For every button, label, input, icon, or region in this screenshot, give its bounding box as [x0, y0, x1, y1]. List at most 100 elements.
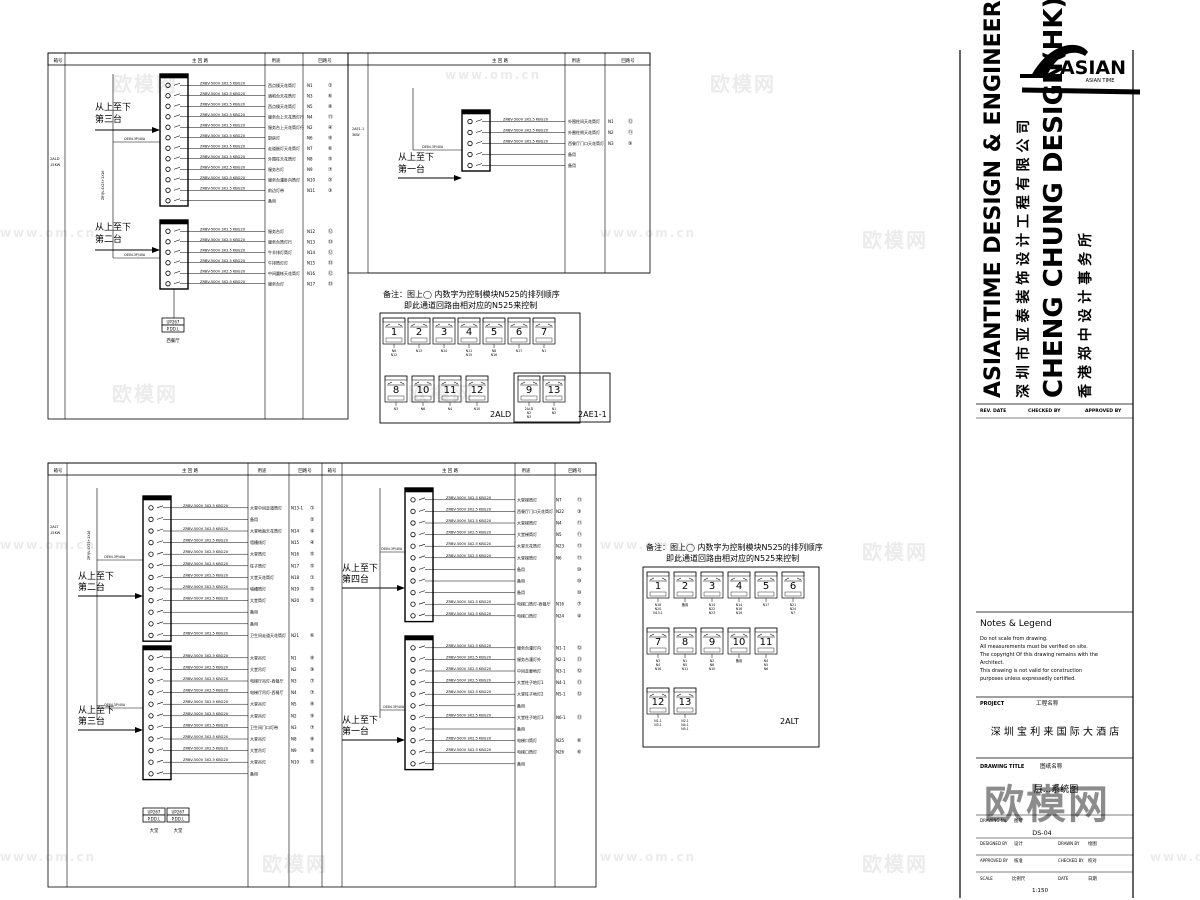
breaker-spec: C65N-3P/40A [383, 705, 405, 709]
circuit-usage: 电梯口筒灯 [517, 737, 537, 743]
breaker-contact [156, 736, 164, 740]
breaker-contact [156, 633, 164, 636]
module-terminal [410, 601, 416, 607]
module-terminal [165, 135, 171, 141]
circuit-no: N11 [307, 188, 316, 193]
circuit-usage: 中间圆帐天花筒灯 [268, 270, 300, 276]
module-tab [382, 317, 406, 323]
note-text: The copyright Of this drawing remains wi… [979, 652, 1098, 658]
cable-spec: ZRBV-500V 3X2.5 KBG20 [446, 713, 492, 717]
cable-spec: ZRBV-500V 3X2.5 KBG20 [200, 186, 246, 190]
ups-name: UP267 [172, 810, 185, 815]
header-label: 回路号 [568, 467, 582, 474]
control-seq: ⑬ [328, 259, 333, 266]
control-seq: ⑪ [328, 113, 333, 120]
header-label: 主 回 路 [192, 57, 209, 64]
logo-mark [1021, 87, 1141, 95]
control-seq: ⑨ [628, 141, 632, 147]
circuit-no: N5 [307, 104, 313, 109]
circuit-usage: 服务台灌灯外 [517, 656, 541, 662]
module-terminal [410, 531, 416, 538]
circuit-usage: 备用 [517, 726, 525, 732]
breaker-contact [418, 497, 426, 501]
checked-cn: 校对 [1088, 857, 1097, 864]
module-frame [642, 566, 820, 748]
module-terminal [410, 679, 416, 686]
cable-spec: ZRBV-500V 3X2.5 KBG20 [200, 227, 246, 231]
module-switch [522, 323, 528, 327]
breaker-contact [173, 135, 181, 139]
module-terminal [165, 270, 171, 276]
module-terminal [165, 114, 171, 120]
module-header [159, 219, 189, 225]
header-label: 主 回 路 [492, 57, 509, 64]
header-row [347, 52, 651, 66]
module-number: 2 [416, 327, 422, 338]
circuit-usage: 电梯厅吊灯-西餐厅 [250, 678, 283, 684]
circuit-usage: 大堂吊灯 [250, 666, 266, 672]
module-terminal [148, 666, 154, 673]
note-text: Architect. [980, 660, 1004, 666]
module-number: 7 [655, 637, 661, 648]
circuit-no: N13 [307, 239, 316, 244]
module-switch [385, 323, 391, 327]
module-terminal [165, 187, 171, 193]
breaker-contact [156, 517, 164, 520]
module-switch [557, 381, 563, 385]
module-switch [730, 577, 736, 581]
module-tab [673, 627, 697, 633]
module-sub: N16 [655, 667, 661, 671]
scale-cn: 比例尺 [1012, 875, 1026, 882]
circuit-no: N7 [556, 497, 562, 502]
module-base [676, 591, 694, 597]
breaker-contact [156, 713, 164, 717]
module-base [545, 395, 563, 401]
control-seq: ⑩ [577, 590, 582, 596]
circuit-no: N16 [307, 271, 316, 276]
module-terminal [148, 689, 154, 696]
cable-spec: ZRBV-500V 3X2.5 KBG20 [200, 144, 246, 148]
module-sub: N6 [421, 407, 425, 411]
feed-from: 第一台 [398, 163, 425, 175]
control-seq: ⑤ [310, 563, 314, 569]
breaker-contact [156, 655, 164, 659]
circuit-no: N2 [608, 130, 614, 135]
module-sub: N14 [709, 603, 715, 607]
control-seq: ⑪ [577, 520, 582, 527]
module-base [676, 647, 694, 653]
breaker-contact [418, 578, 426, 582]
circuit-no: N1 [291, 655, 297, 660]
module-sub: N16 [736, 607, 742, 611]
feed-from: 第二台 [78, 581, 105, 593]
arrow-head [454, 175, 462, 181]
circuit-usage: 备用 [568, 151, 576, 157]
control-seq: ⑫ [328, 249, 333, 256]
module-number: 11 [444, 385, 457, 396]
module-sub: N5-1 [681, 727, 689, 731]
module-terminal [410, 749, 416, 755]
cable-spec: ZRBV-500V 3X2.5 KBG20 [200, 155, 246, 159]
circuit-no: N3 [608, 141, 614, 146]
header-label: 箱号 [54, 57, 63, 64]
control-seq: ④ [310, 540, 315, 546]
cable-spec: ZRBV-500V 3X2.5 KBG20 [446, 690, 492, 694]
arrow-head [397, 585, 405, 591]
module-number: 1 [655, 581, 661, 592]
module-sub: N22 [709, 607, 715, 611]
module-terminal [467, 151, 473, 158]
module-terminal [410, 520, 416, 526]
circuit-no: N2-1 [556, 657, 566, 662]
watermark: www.om.cn [0, 538, 97, 552]
module-sub: N1 [552, 407, 556, 411]
control-seq: ⑥ [328, 93, 333, 99]
module-terminal [410, 613, 416, 619]
module-tab [482, 317, 506, 323]
header-label: 回路号 [318, 57, 332, 64]
module-tab [754, 627, 778, 633]
module-terminal [148, 539, 154, 546]
module-terminal [410, 691, 416, 697]
circuit-usage: 大堂梯筒灯 [517, 520, 537, 526]
project-label: PROJECT [980, 701, 1005, 707]
watermark: www.om.cn [600, 538, 697, 552]
module-base [703, 591, 721, 597]
